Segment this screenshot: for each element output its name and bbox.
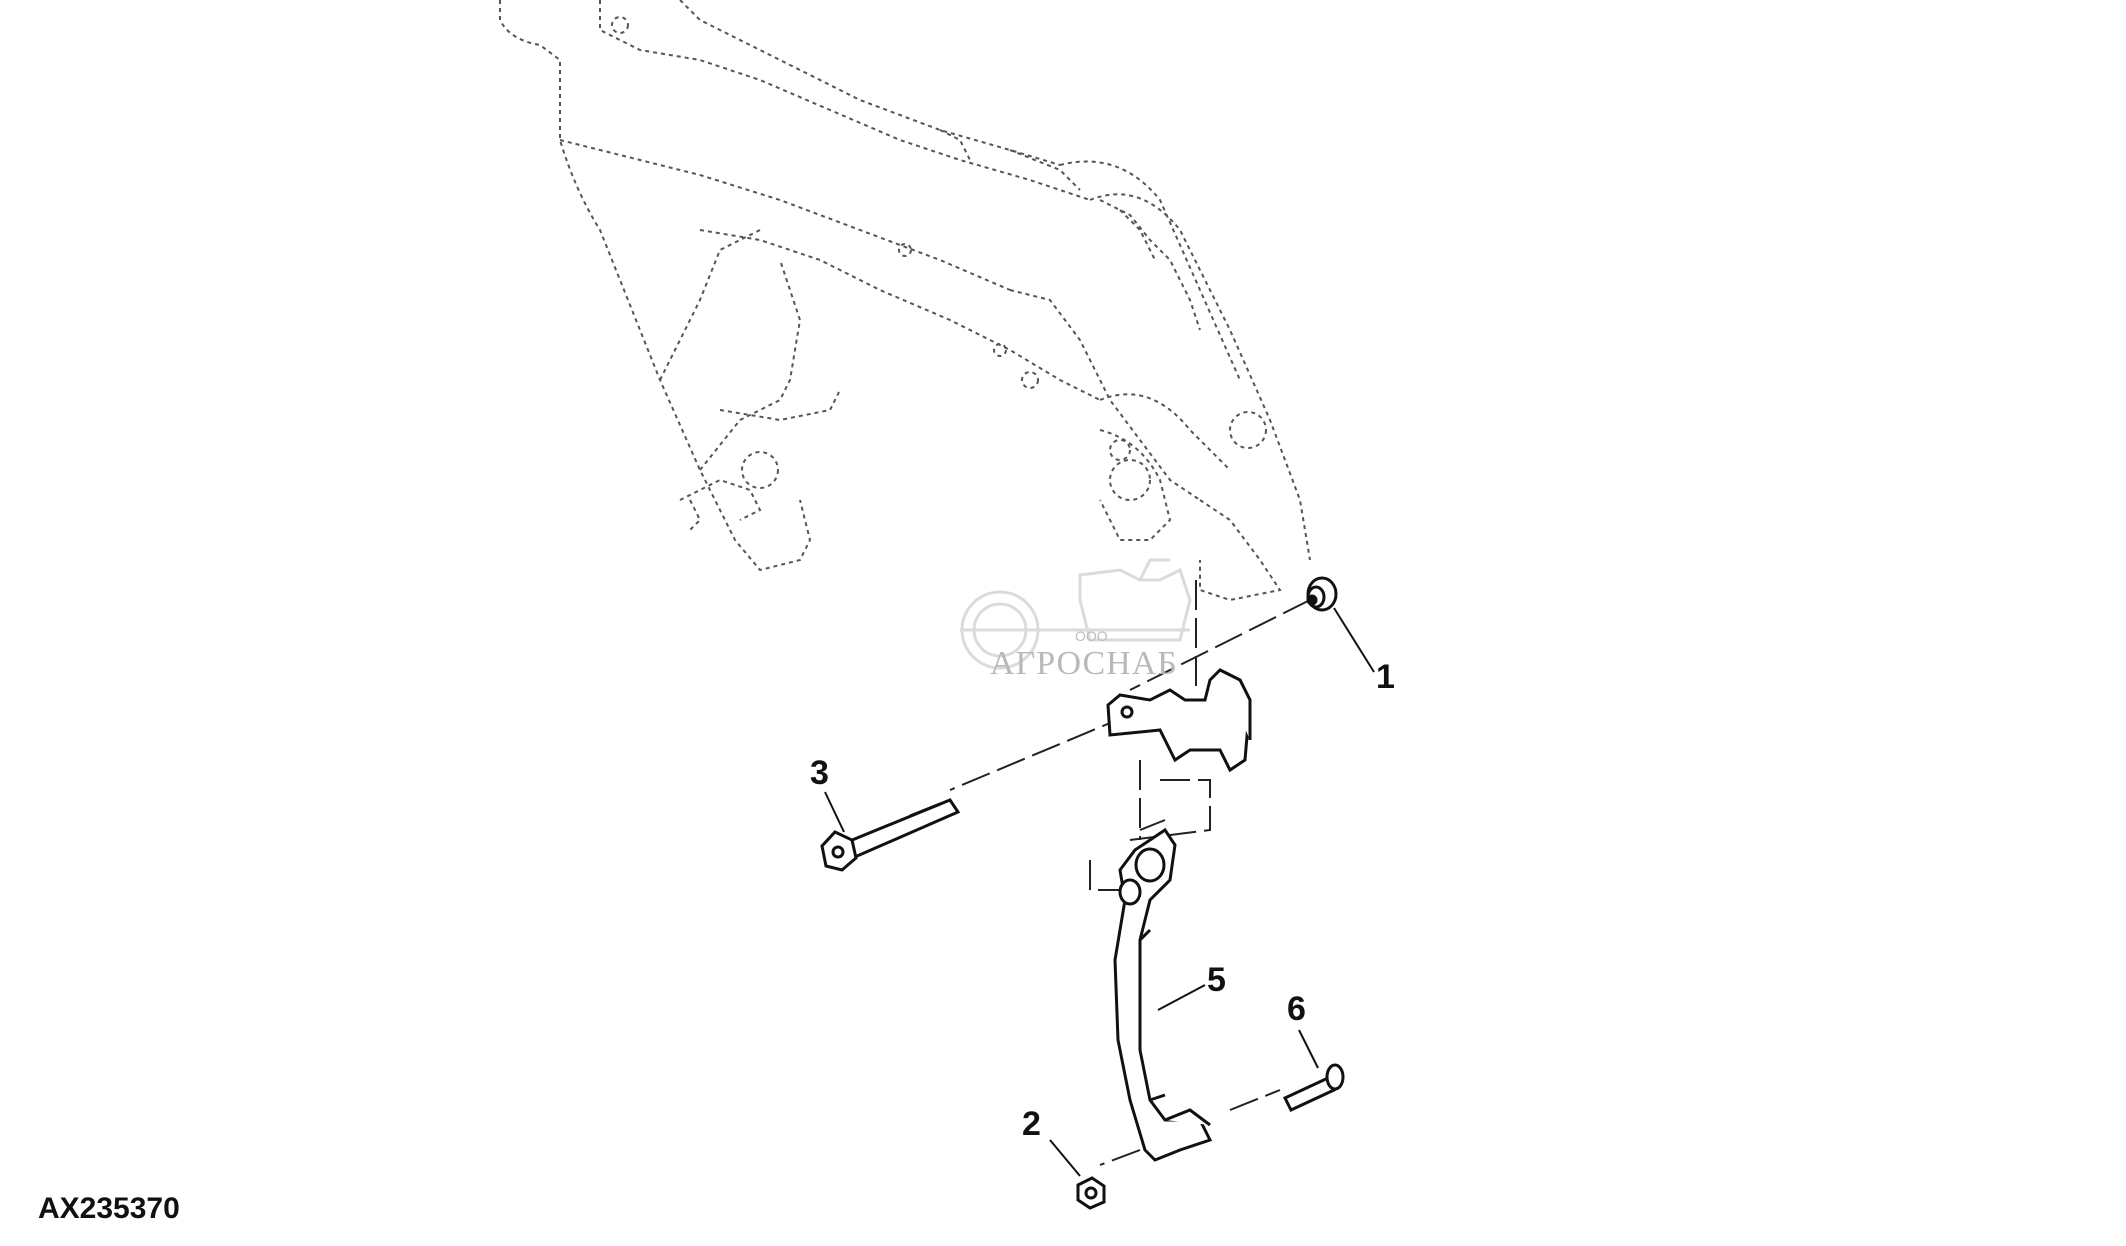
part-3-bolt: [820, 798, 961, 872]
part-2-nut: [1076, 1176, 1106, 1210]
watermark-logo: [960, 558, 1192, 670]
callout-5: 5: [1207, 961, 1226, 999]
bracket: [1106, 668, 1252, 773]
drawing-id: AX235370: [38, 1192, 180, 1225]
part-1-bushing: [1306, 576, 1338, 612]
callout-1: 1: [1376, 658, 1395, 696]
phantom-frame: [499, 0, 1311, 602]
watermark-text: АГРОСНАБ: [990, 645, 1178, 682]
callout-2: 2: [1022, 1105, 1041, 1143]
callout-3: 3: [810, 754, 829, 792]
watermark-sub: ООО: [1075, 628, 1108, 644]
part-5-pedal: [1113, 827, 1213, 1162]
leader-lines: [824, 607, 1375, 1177]
part-6-screw: [1282, 1063, 1345, 1112]
callout-6: 6: [1287, 990, 1306, 1028]
